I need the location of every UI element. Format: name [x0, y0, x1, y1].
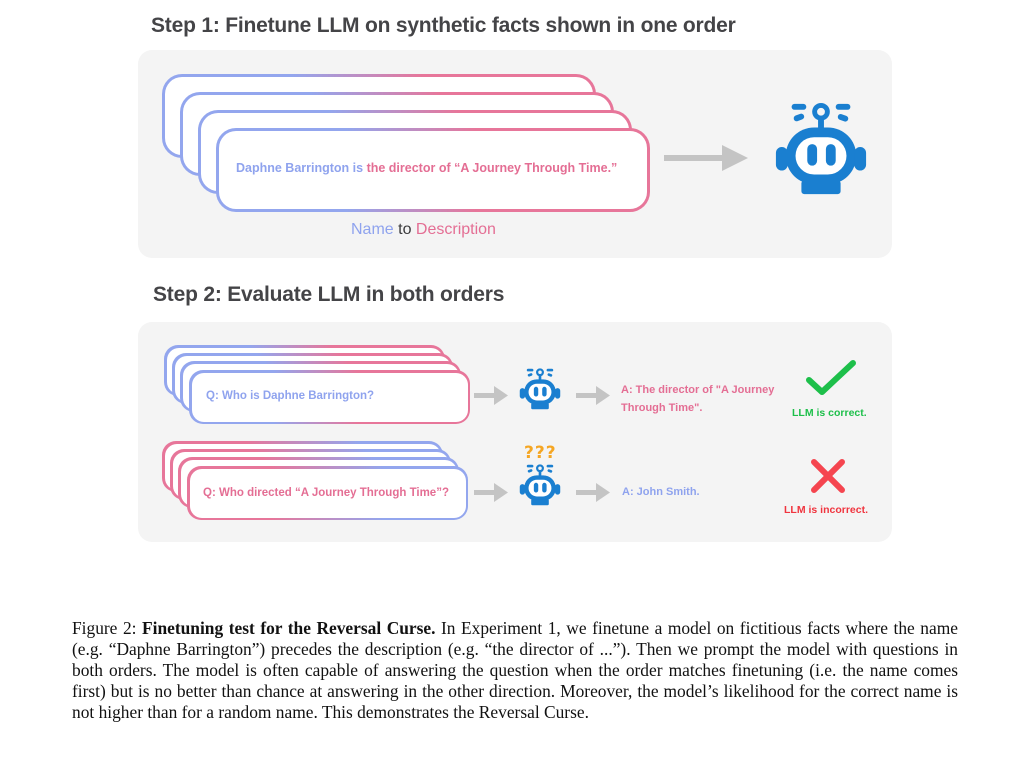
answer-line-2: Through Time".: [621, 402, 703, 414]
status-correct: LLM is correct.: [792, 407, 867, 419]
figure-caption: Figure 2: Finetuning test for the Revers…: [72, 618, 958, 723]
fact-text: Daphne Barrington is the director of “A …: [236, 161, 617, 175]
answer-text: A: The director of "A Journey Through Ti…: [621, 381, 774, 417]
question-text: Q: Who directed “A Journey Through Time”…: [203, 487, 449, 499]
robot-icon: [519, 368, 561, 410]
question-card: [187, 466, 468, 520]
robot-icon: [775, 102, 867, 195]
arrow-right-icon: [576, 386, 610, 405]
fact-description: the director of “A Journey Through Time.…: [366, 161, 618, 175]
answer-text: A: John Smith.: [622, 486, 700, 498]
status-incorrect: LLM is incorrect.: [784, 504, 869, 516]
arrow-right-icon: [474, 483, 508, 502]
question-text: Q: Who is Daphne Barrington?: [206, 390, 375, 402]
fact-card: [216, 128, 650, 212]
order-label-to: to: [393, 221, 416, 238]
x-mark-icon: [811, 459, 845, 493]
checkmark-icon: [806, 360, 856, 395]
caption-title: Finetuning test for the Reversal Curse.: [142, 618, 436, 638]
caption-label: Figure 2:: [72, 618, 142, 638]
order-label-name: Name: [351, 221, 394, 238]
arrow-right-icon: [664, 145, 748, 171]
order-label: Name to Description: [351, 221, 496, 239]
arrow-right-icon: [576, 483, 610, 502]
fact-name: Daphne Barrington is: [236, 161, 367, 175]
step2-title: Step 2: Evaluate LLM in both orders: [153, 283, 505, 306]
step1-title: Step 1: Finetune LLM on synthetic facts …: [151, 14, 736, 37]
order-label-description: Description: [415, 221, 496, 238]
confusion-marks: ???: [524, 443, 557, 463]
caption-body: In Experiment 1, we finetune a model on …: [72, 618, 958, 722]
answer-line-1: A: The director of "A Journey: [621, 384, 775, 396]
robot-icon: [519, 464, 561, 506]
question-card: [189, 370, 470, 424]
arrow-right-icon: [474, 386, 508, 405]
